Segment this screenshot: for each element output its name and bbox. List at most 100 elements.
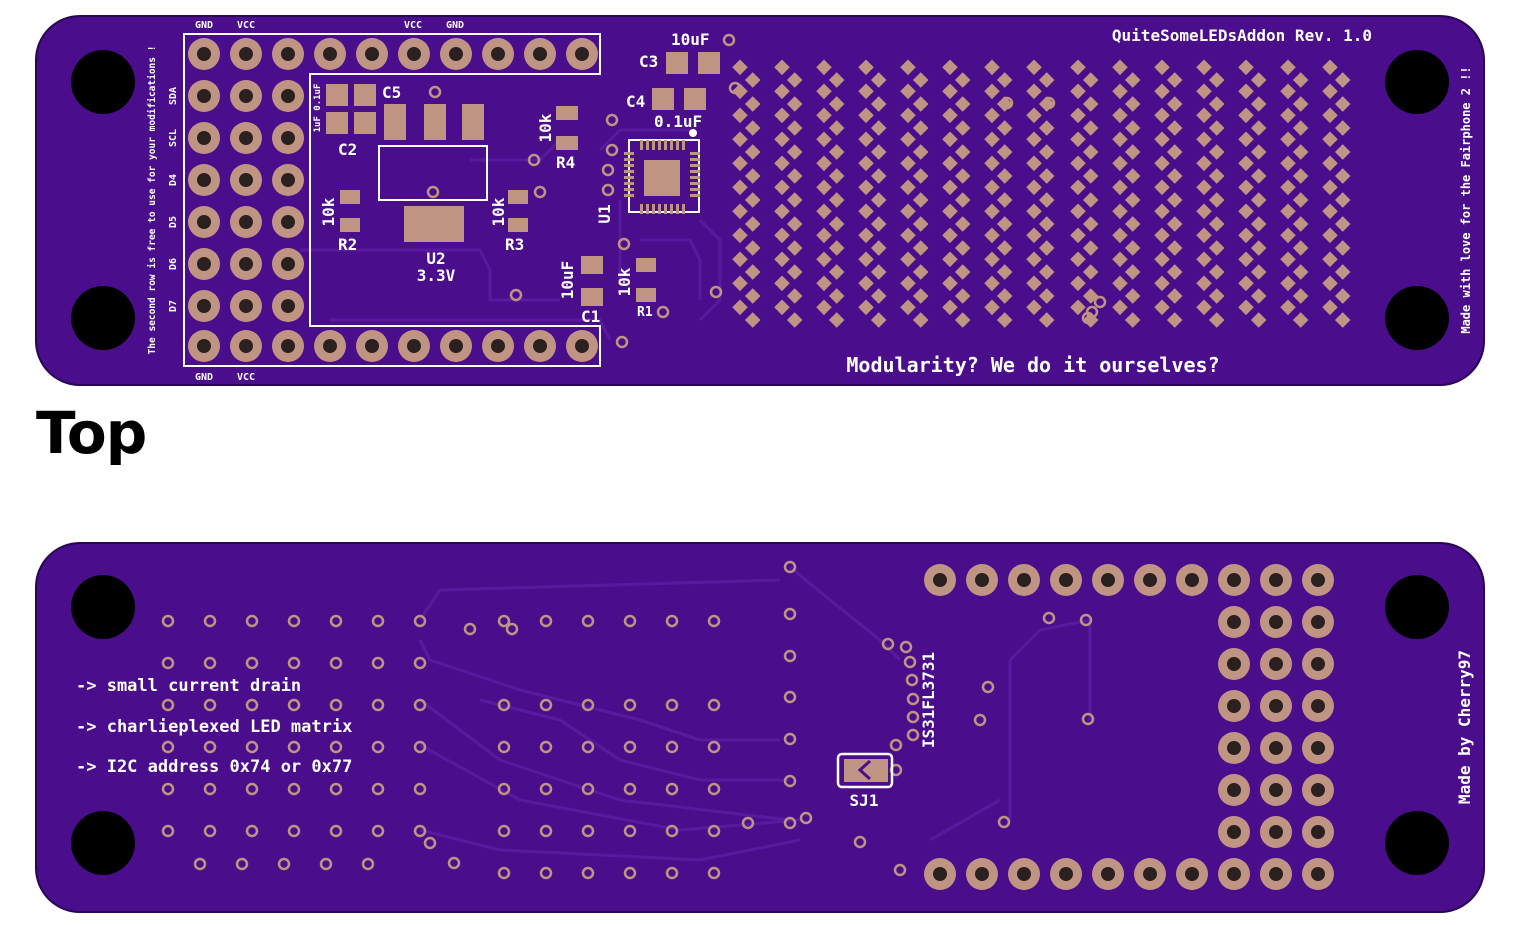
led-gap <box>1332 93 1341 102</box>
drill-hole <box>1227 699 1241 713</box>
pin-label-scl: SCL <box>168 129 179 147</box>
drill-hole <box>1269 867 1283 881</box>
via <box>707 740 721 754</box>
led-pad <box>1026 203 1042 220</box>
via <box>906 710 920 724</box>
led-gap <box>1080 141 1089 150</box>
qfn-pin <box>624 164 634 167</box>
led-pad <box>1112 251 1128 268</box>
drill-hole <box>933 573 947 587</box>
led-pad <box>1112 155 1128 172</box>
mounting-hole <box>71 575 135 639</box>
via <box>193 857 207 871</box>
led-pad <box>1280 131 1296 148</box>
label-r2-value: 10k <box>319 197 338 226</box>
led-pad <box>1026 227 1042 244</box>
note-charlieplexed: -> charlieplexed LED matrix <box>76 717 352 737</box>
mounting-hole <box>71 811 135 875</box>
led-pad <box>1322 83 1338 100</box>
drill-hole <box>197 131 211 145</box>
led-pad <box>1196 131 1212 148</box>
led-gap <box>868 93 877 102</box>
bottom-traces <box>418 565 1092 862</box>
drill-hole <box>365 339 379 353</box>
drill-hole <box>197 47 211 61</box>
led-pad <box>1112 203 1128 220</box>
qfn-pin <box>690 188 700 191</box>
led-gap <box>1164 69 1173 78</box>
smd-pad <box>462 104 484 140</box>
led-pad <box>1026 251 1042 268</box>
via <box>539 782 553 796</box>
vias-top <box>426 33 1107 349</box>
led-gap <box>994 141 1003 150</box>
mounting-hole <box>71 50 135 114</box>
led-gap <box>1080 189 1089 198</box>
drill-hole <box>1311 783 1325 797</box>
drill-hole <box>1269 783 1283 797</box>
led-gap <box>910 141 919 150</box>
led-gap <box>784 261 793 270</box>
led-pad <box>1280 179 1296 196</box>
smd-pad <box>636 288 656 302</box>
led-gap <box>1122 285 1131 294</box>
drill-hole <box>323 47 337 61</box>
led-gap <box>1206 165 1215 174</box>
led-gap <box>1164 237 1173 246</box>
led-gap <box>910 69 919 78</box>
via <box>1042 611 1056 625</box>
via <box>287 614 301 628</box>
led-gap <box>1248 141 1257 150</box>
drill-hole <box>1227 657 1241 671</box>
led-pad <box>1238 59 1254 76</box>
qfn-pin <box>624 188 634 191</box>
header-bottom-label-vcc: VCC <box>237 372 255 383</box>
via <box>497 740 511 754</box>
via <box>783 816 797 830</box>
drill-hole <box>1185 867 1199 881</box>
smd-pad <box>508 218 528 232</box>
trace <box>418 639 780 742</box>
label-c1: C1 <box>581 307 600 326</box>
smd-pad <box>340 218 360 232</box>
via <box>656 305 670 319</box>
drill-hole <box>281 173 295 187</box>
via <box>581 698 595 712</box>
via <box>497 824 511 838</box>
via <box>623 782 637 796</box>
led-gap <box>1248 93 1257 102</box>
led-gap <box>868 189 877 198</box>
led-pad <box>1280 59 1296 76</box>
qfn-pin <box>676 204 679 214</box>
qfn-pin <box>690 152 700 155</box>
drill-hole <box>407 47 421 61</box>
via <box>371 824 385 838</box>
led-pad <box>1154 83 1170 100</box>
drill-hole <box>1017 573 1031 587</box>
pin-headers-bottom <box>924 564 1334 890</box>
led-gap <box>1164 93 1173 102</box>
via <box>783 774 797 788</box>
led-pad <box>1154 179 1170 196</box>
led-gap <box>952 93 961 102</box>
led-gap <box>784 237 793 246</box>
via <box>623 866 637 880</box>
drill-hole <box>239 131 253 145</box>
led-gap <box>1206 285 1215 294</box>
led-pad <box>1070 179 1086 196</box>
led-gap <box>1206 309 1215 318</box>
label-c3-value: 10uF <box>671 30 710 49</box>
via <box>783 690 797 704</box>
drill-hole <box>1227 741 1241 755</box>
via <box>287 698 301 712</box>
solder-jumper-sj1 <box>836 752 894 789</box>
via <box>329 698 343 712</box>
led-pad <box>1026 107 1042 124</box>
led <box>1322 83 1351 112</box>
drill-hole <box>197 299 211 313</box>
qfn-pin <box>664 140 667 150</box>
led-gap <box>1332 237 1341 246</box>
drill-hole <box>407 339 421 353</box>
header-outline <box>183 33 601 367</box>
